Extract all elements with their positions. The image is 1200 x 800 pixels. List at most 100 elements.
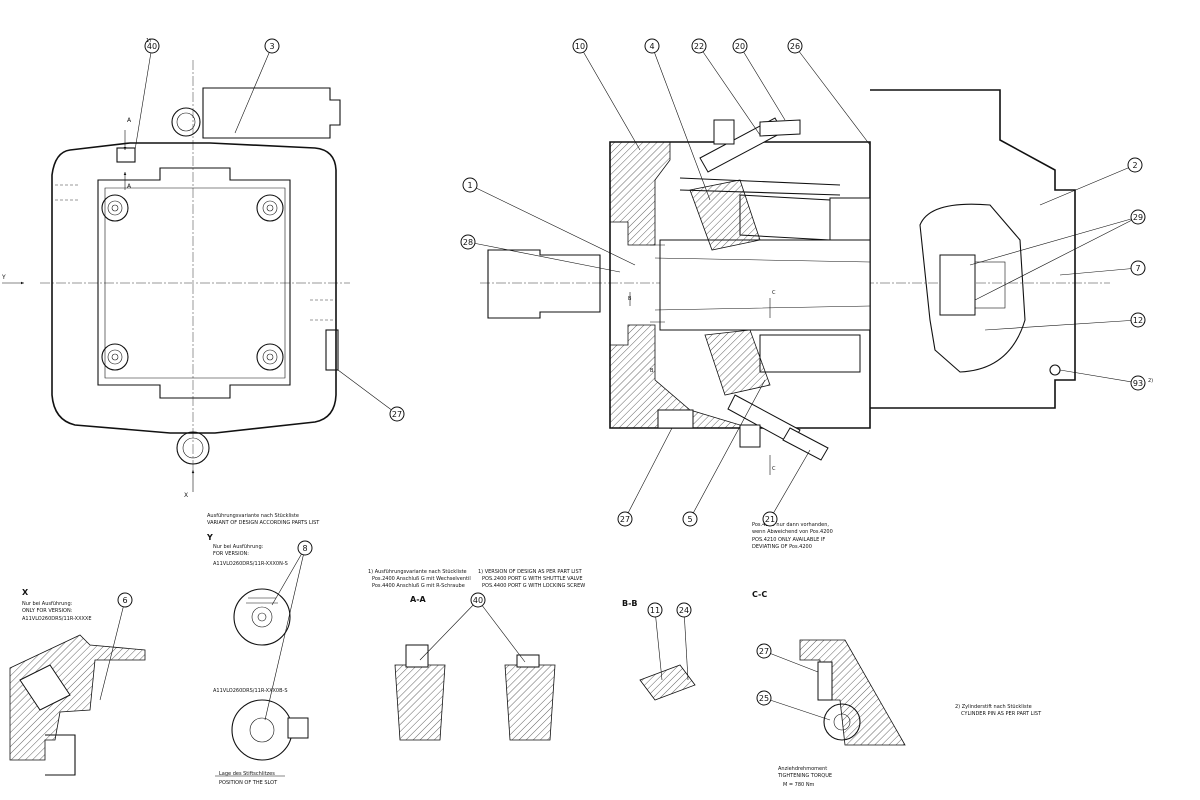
section-bb: B-B bbox=[622, 599, 696, 701]
detail-x: X Nur bei Ausführung: ONLY FOR VERSION: … bbox=[9, 588, 146, 776]
notes-pos4210: Pos.4210 nur dann vorhanden, wenn Abweic… bbox=[752, 522, 833, 550]
end-view-top-plug bbox=[171, 107, 201, 137]
callout-bubble-c2 bbox=[1127, 157, 1143, 173]
section-mark-b-lower: B bbox=[650, 368, 654, 374]
callout-leader bbox=[134, 45, 153, 151]
callout-leader bbox=[467, 241, 621, 273]
callout-leader bbox=[698, 45, 761, 136]
end-view-bolts bbox=[101, 194, 284, 371]
svg-text:CYLINDER PIN AS PER PART LIST: CYLINDER PIN AS PER PART LIST bbox=[961, 711, 1042, 717]
callout-number: 5 bbox=[687, 515, 692, 524]
callout-leader bbox=[654, 609, 663, 681]
svg-text:FOR VERSION:: FOR VERSION: bbox=[213, 551, 249, 557]
section-aa: 1) Ausführungsvariante nach Stückliste P… bbox=[368, 569, 585, 741]
callout-bubble-c4 bbox=[644, 38, 660, 54]
callout-number: 27 bbox=[392, 410, 402, 419]
view-arrow-x-label: X bbox=[184, 492, 188, 499]
section-mark-a-bottom: A bbox=[127, 183, 132, 190]
callout-bubble-c8 bbox=[297, 540, 313, 556]
svg-text:2) Zylinderstift nach Stücklis: 2) Zylinderstift nach Stückliste bbox=[955, 704, 1032, 710]
callout-bubble-c24 bbox=[676, 602, 692, 618]
front-housing-upper bbox=[609, 141, 671, 246]
svg-text:Nur bei Ausführung:: Nur bei Ausführung: bbox=[213, 544, 264, 550]
callout-bubble-c40a bbox=[144, 38, 160, 54]
svg-text:M = 780 Nm: M = 780 Nm bbox=[783, 782, 815, 788]
rear-bearing bbox=[939, 254, 976, 316]
callout-leader bbox=[234, 45, 273, 134]
callout-bubble-c5 bbox=[682, 511, 698, 527]
callout-leader bbox=[337, 369, 398, 415]
callout-bubble-c6 bbox=[117, 592, 133, 608]
view-y: Ausführungsvariante nach Stückliste VARI… bbox=[206, 513, 320, 786]
end-view-hidden-edges bbox=[55, 184, 336, 321]
callout-number: 26 bbox=[790, 42, 800, 51]
section-cc-housing bbox=[799, 639, 906, 746]
view-y-disc-1 bbox=[233, 588, 291, 646]
callout-number: 10 bbox=[575, 42, 585, 51]
callout-leader bbox=[769, 449, 811, 520]
section-cc-label: C-C bbox=[752, 590, 767, 599]
section-aa-label: A-A bbox=[410, 595, 427, 604]
plug-27 bbox=[657, 409, 694, 429]
svg-text:POS.4400 PORT G WITH LOCKING S: POS.4400 PORT G WITH LOCKING SCREW bbox=[482, 583, 585, 589]
pump-housing-outline bbox=[609, 141, 871, 429]
svg-text:Pos.2400 Anschluß G mit Wechse: Pos.2400 Anschluß G mit Wechselventil bbox=[372, 576, 471, 582]
callout-bubble-c26 bbox=[787, 38, 803, 54]
callout-number: 25 bbox=[759, 694, 769, 703]
callout-number: 93 bbox=[1133, 379, 1143, 388]
end-view-inner-flange bbox=[104, 187, 286, 379]
section-mark-b-upper: B bbox=[628, 296, 632, 302]
callout-bubble-c3 bbox=[264, 38, 280, 54]
callout-number: 29 bbox=[1133, 213, 1143, 222]
svg-text:POS.4210 ONLY AVAILABLE IF: POS.4210 ONLY AVAILABLE IF bbox=[752, 537, 825, 543]
callout-number: 22 bbox=[694, 42, 704, 51]
svg-text:TIGHTENING TORQUE: TIGHTENING TORQUE bbox=[777, 773, 832, 779]
callout-bubble-c27a bbox=[389, 406, 405, 422]
svg-text:Lage des Stiftschlitzes: Lage des Stiftschlitzes bbox=[219, 771, 275, 777]
section-bb-part bbox=[639, 664, 696, 701]
drive-shaft bbox=[487, 249, 601, 319]
svg-text:A11VLO260DRS/11R-XXX0N-S: A11VLO260DRS/11R-XXX0N-S bbox=[213, 561, 288, 567]
callout-number: 28 bbox=[463, 238, 473, 247]
callout-bubble-c7 bbox=[1130, 260, 1146, 276]
callout-bubble-c93 bbox=[1130, 375, 1146, 391]
callout-leader bbox=[969, 216, 1139, 266]
callout-bubble-c21 bbox=[762, 511, 778, 527]
end-view: A A Y X bbox=[1, 60, 350, 499]
view-y-label: Y bbox=[206, 533, 213, 542]
svg-text:Pos.4400 Anschluß G mit R-Schr: Pos.4400 Anschluß G mit R-Schraube bbox=[372, 583, 465, 589]
top-plug bbox=[713, 119, 735, 145]
callout-number: 20 bbox=[735, 42, 745, 51]
callout-bubble-c29 bbox=[1130, 209, 1146, 225]
end-view-control-block bbox=[202, 87, 341, 139]
piston-lower bbox=[759, 334, 861, 373]
svg-text:Anziehdrehmoment: Anziehdrehmoment bbox=[778, 766, 827, 772]
end-view-side-port bbox=[325, 329, 339, 371]
cylinder-barrel bbox=[659, 239, 871, 331]
notes-cylinder-pin: 2) Zylinderstift nach Stückliste CYLINDE… bbox=[955, 704, 1042, 717]
callout-leader bbox=[739, 45, 786, 121]
callout-number: 2 bbox=[1132, 161, 1137, 170]
callout-leader bbox=[1039, 164, 1136, 206]
section-bb-label: B-B bbox=[622, 599, 638, 608]
svg-text:Nur bei Ausführung:: Nur bei Ausführung: bbox=[22, 601, 73, 607]
section-cc: C-C Anziehdrehmoment TIGHTENING TORQUE M… bbox=[752, 590, 906, 788]
callout-bubble-c10 bbox=[572, 38, 588, 54]
callout-bubble-c40b bbox=[470, 592, 486, 608]
swashplate-upper bbox=[689, 179, 761, 251]
callout-leader bbox=[763, 697, 831, 721]
view-y-disc-2 bbox=[231, 699, 293, 761]
swashplate-lower bbox=[704, 329, 771, 396]
callout-leader bbox=[624, 427, 673, 520]
svg-text:POS.2400 PORT G WITH SHUTTLE V: POS.2400 PORT G WITH SHUTTLE VALVE bbox=[482, 576, 583, 582]
callout-leader bbox=[984, 319, 1139, 331]
footnote-mark-93: 2) bbox=[1148, 378, 1153, 384]
callout-number: 8 bbox=[302, 544, 307, 553]
callout-leader bbox=[477, 599, 526, 663]
svg-text:ONLY FOR VERSION:: ONLY FOR VERSION: bbox=[22, 608, 73, 614]
port-plate-cavity bbox=[919, 203, 1026, 373]
section-aa-left bbox=[394, 664, 446, 741]
callout-number: 40 bbox=[473, 596, 483, 605]
callout-leader bbox=[469, 184, 636, 266]
callout-number: 6 bbox=[122, 596, 127, 605]
